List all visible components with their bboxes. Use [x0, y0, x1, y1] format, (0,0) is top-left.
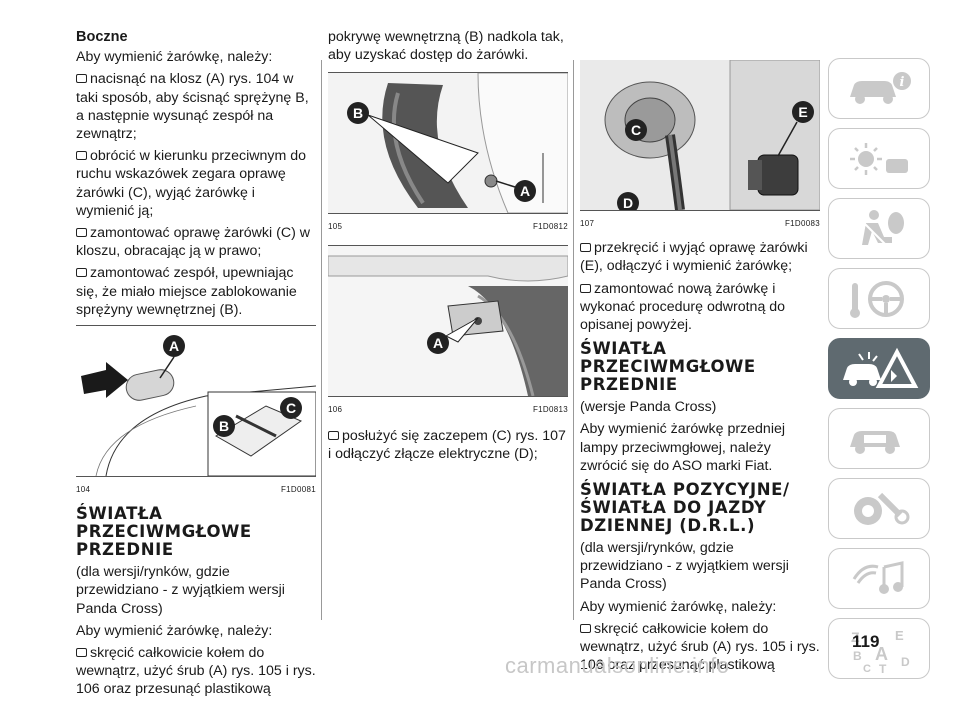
tab-dashboard-lights[interactable] — [828, 128, 930, 189]
figure-number: 106 — [328, 404, 343, 414]
figure-label: C — [286, 400, 296, 416]
tab-maintenance[interactable] — [828, 408, 930, 469]
column-divider — [321, 60, 322, 620]
paragraph: (dla wersji/rynków, gdzie przewidziano -… — [76, 564, 285, 617]
figure-106: A — [328, 244, 568, 397]
svg-text:Z: Z — [851, 629, 860, 645]
checkbox-bullet-icon — [76, 228, 87, 238]
multimedia-icon — [852, 560, 904, 594]
svg-text:C: C — [863, 663, 871, 674]
tab-emergency[interactable] — [828, 338, 930, 399]
figure-caption: 107 F1D0083 — [580, 215, 820, 233]
car-info-icon: i — [850, 71, 911, 104]
section-title: ŚWIATŁA POZYCYJNE/ŚWIATŁA DO JAZDY DZIEN… — [580, 480, 790, 536]
figure-104: A B C — [76, 325, 316, 478]
car-maintenance-icon — [850, 430, 900, 454]
step-item: zamontować nową żarówkę i wykonać proced… — [580, 280, 786, 334]
checkbox-bullet-icon — [580, 243, 591, 253]
checkbox-bullet-icon — [580, 283, 591, 293]
page-number: 119 — [852, 632, 880, 651]
figure-label: A — [520, 183, 530, 199]
figure-107: E C D — [580, 60, 820, 211]
step-item: zamontować oprawę żarówki (C) w kloszu, … — [76, 225, 310, 260]
figure-code: F1D0083 — [784, 219, 820, 228]
heading-boczne: Boczne — [76, 29, 128, 45]
section-title: ŚWIATŁA PRZECIWMGŁOWE PRZEDNIE — [76, 504, 252, 560]
figure-number: 104 — [76, 485, 91, 495]
paragraph: (dla wersji/rynków, gdzie przewidziano -… — [580, 540, 789, 593]
checkbox-bullet-icon — [76, 151, 87, 161]
tab-index[interactable]: Z E B A C T D — [828, 618, 930, 679]
paragraph: (wersje Panda Cross) — [580, 399, 717, 416]
paragraph: Aby wymienić żarówkę przedniej lampy prz… — [580, 421, 786, 474]
figure-label: E — [798, 104, 807, 120]
figure-caption: 105 F1D0812 — [328, 218, 568, 236]
tab-car-info[interactable]: i — [828, 58, 930, 119]
wheel-arch-illustration: B A — [328, 73, 568, 214]
column-1: Boczne Aby wymienić żarówkę, należy: nac… — [76, 28, 316, 703]
figure-caption: 104 F1D0081 — [76, 481, 316, 499]
figure-code: F1D0813 — [532, 404, 568, 414]
intro-text: Aby wymienić żarówkę, należy: — [76, 49, 273, 66]
step-item: posłużyć się zaczepem (C) rys. 107 i odł… — [328, 427, 566, 463]
step-item: przekręcić i wyjąć oprawę żarówki (E), o… — [580, 240, 808, 275]
figure-105: B A — [328, 72, 568, 215]
figure-label: A — [169, 338, 179, 354]
tab-technical-data[interactable] — [828, 478, 930, 539]
tab-starting-driving[interactable] — [828, 268, 930, 329]
checkbox-bullet-icon — [580, 623, 591, 633]
column-divider — [573, 60, 574, 620]
figure-code: F1D0081 — [280, 485, 316, 495]
tab-safety[interactable] — [828, 198, 930, 259]
svg-text:E: E — [895, 628, 904, 643]
column-3: E C D 107 F1D0083 przekręcić i wyjąć opr… — [580, 28, 820, 678]
figure-label: C — [631, 122, 641, 138]
step-item: skręcić całkowicie kołem do wewnątrz, uż… — [76, 645, 316, 698]
paragraph: pokrywę wewnętrzną (B) nadkola tak, aby … — [328, 29, 564, 64]
column-2: pokrywę wewnętrzną (B) nadkola tak, aby … — [328, 28, 568, 467]
figure-label: A — [433, 335, 443, 351]
svg-text:A: A — [875, 644, 888, 664]
checkbox-bullet-icon — [76, 648, 87, 658]
paragraph: Aby wymienić żarówkę, należy: — [580, 598, 777, 615]
steering-wheel-key-icon — [850, 280, 904, 318]
underbody-illustration: A — [328, 245, 568, 396]
svg-text:B: B — [853, 649, 862, 663]
figure-code: F1D0812 — [532, 222, 568, 232]
checkbox-bullet-icon — [76, 74, 87, 84]
paragraph: Aby wymienić żarówkę, należy: — [76, 622, 273, 639]
safety-airbag-icon — [862, 209, 904, 248]
svg-text:D: D — [901, 655, 910, 669]
step-item: skręcić całkowicie kołem do wewnątrz, uż… — [580, 620, 820, 674]
figure-caption: 106 F1D0813 — [328, 401, 568, 419]
chapter-tabs: i — [828, 58, 932, 688]
svg-text:T: T — [879, 662, 887, 674]
figure-label: D — [623, 195, 633, 210]
fog-lamp-connector-illustration: E C D — [580, 60, 820, 210]
figure-label: B — [219, 418, 229, 434]
emergency-warning-icon — [843, 347, 919, 388]
svg-text:i: i — [900, 75, 905, 90]
step-item: obrócić w kierunku przeciwnym do ruchu w… — [76, 148, 307, 219]
figure-number: 107 — [580, 219, 595, 228]
technical-data-icon — [854, 492, 910, 525]
tab-multimedia[interactable] — [828, 548, 930, 609]
step-item: zamontować zespół, upewniając się, że mi… — [76, 265, 297, 318]
dashboard-lights-icon — [850, 142, 908, 175]
figure-number: 105 — [328, 222, 343, 232]
section-title: ŚWIATŁA PRZECIWMGŁOWE PRZEDNIE — [580, 339, 756, 395]
checkbox-bullet-icon — [328, 430, 339, 440]
step-item: nacisnąć na klosz (A) rys. 104 w taki sp… — [76, 71, 309, 143]
figure-label: B — [353, 105, 363, 121]
side-indicator-illustration: A B C — [81, 335, 316, 477]
watermark: carmanualsonline.info — [505, 653, 730, 678]
alphabetical-index-icon: Z E B A C T D — [851, 628, 910, 674]
checkbox-bullet-icon — [76, 268, 87, 278]
